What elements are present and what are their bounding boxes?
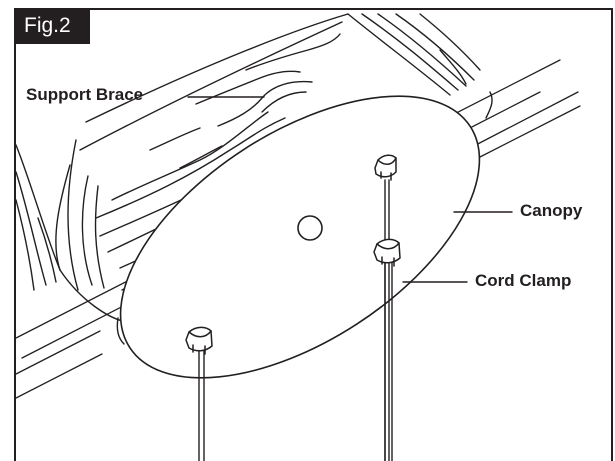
cord-clamp-rear (374, 154, 397, 181)
figure-frame (14, 8, 613, 461)
cord-clamp-left (185, 326, 213, 355)
canopy-label: Canopy (520, 201, 583, 220)
canopy-center-hole (297, 215, 323, 241)
suspension-cords (198, 179, 393, 461)
cord-clamp-label: Cord Clamp (475, 271, 572, 290)
figure-tag: Fig.2 (14, 8, 90, 44)
support-brace-label: Support Brace (26, 85, 144, 104)
cord-clamp-front (373, 238, 401, 267)
leader-lines (187, 96, 513, 283)
